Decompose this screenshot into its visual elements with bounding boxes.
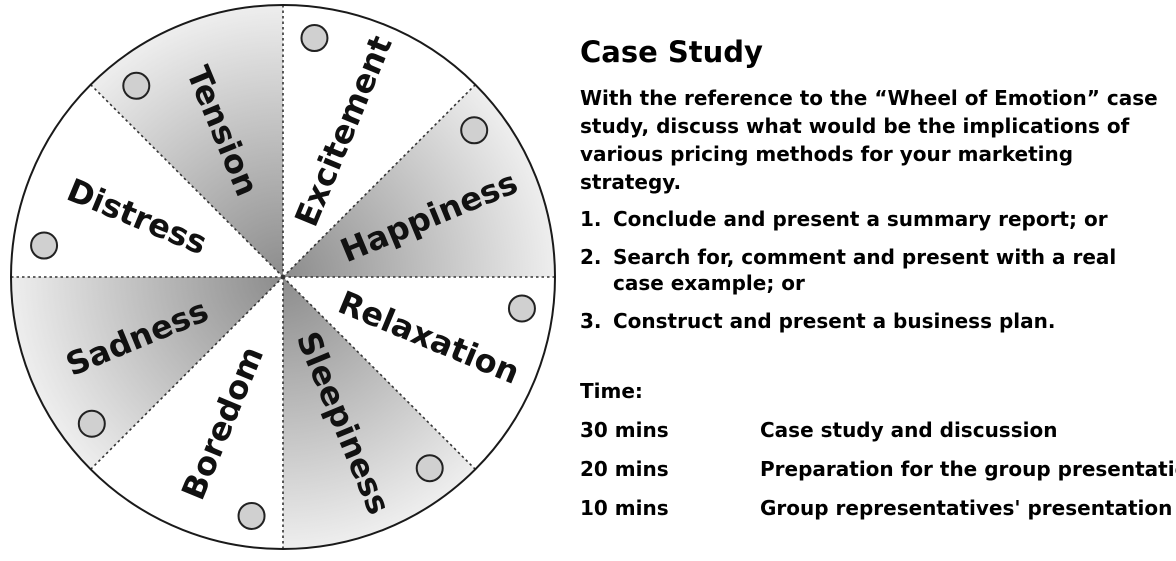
case-study-intro: With the reference to the “Wheel of Emot… [580,86,1158,194]
task-text: Conclude and present a summary report; o… [613,207,1108,231]
schedule-row: 10 mins Group representatives' presentat… [580,495,1173,521]
schedule-activity: Preparation for the group presentation [760,457,1176,481]
schedule-activity: Group representatives' presentation [760,496,1173,520]
task-number: 3. [580,309,602,333]
sector-excitement [283,5,476,277]
task-item: 1. Conclude and present a summary report… [580,206,1170,232]
wheel-outline [10,4,556,550]
schedule-row: 30 mins Case study and discussion [580,417,1170,443]
sector-divider [90,84,284,278]
rating-circle-sadness[interactable] [77,409,106,438]
task-text: Search for, comment and present with a r… [613,245,1117,295]
schedule-activity: Case study and discussion [760,418,1058,442]
rating-circle-distress[interactable] [30,231,59,260]
sector-distress [11,84,283,277]
task-text: Construct and present a business plan. [613,309,1056,333]
time-label: Time: [580,379,643,403]
case-study-title: Case Study [580,35,763,69]
sector-divider [282,84,476,278]
sector-divider [282,276,476,470]
rating-circle-relaxation[interactable] [507,294,536,323]
rating-circle-sleepiness[interactable] [415,454,444,483]
rating-circle-boredom[interactable] [237,501,266,530]
sector-boredom [90,277,283,549]
task-item: 3. Construct and present a business plan… [580,308,1170,334]
sector-relaxation [283,277,555,470]
rating-circle-happiness[interactable] [460,116,489,145]
task-item: 2. Search for, comment and present with … [580,244,1170,296]
schedule-row: 20 mins Preparation for the group presen… [580,456,1176,482]
schedule-duration: 30 mins [580,418,669,442]
rating-circle-excitement[interactable] [300,24,329,53]
rating-circle-tension[interactable] [122,71,151,100]
wheel-of-emotion-diagram: ExcitementHappinessRelaxationSleepinessB… [10,4,556,550]
task-number: 2. [580,245,602,269]
sector-divider [90,276,284,470]
task-number: 1. [580,207,602,231]
schedule-duration: 20 mins [580,457,669,481]
schedule-duration: 10 mins [580,496,669,520]
case-study-panel: Case Study With the reference to the “Wh… [580,34,1176,534]
